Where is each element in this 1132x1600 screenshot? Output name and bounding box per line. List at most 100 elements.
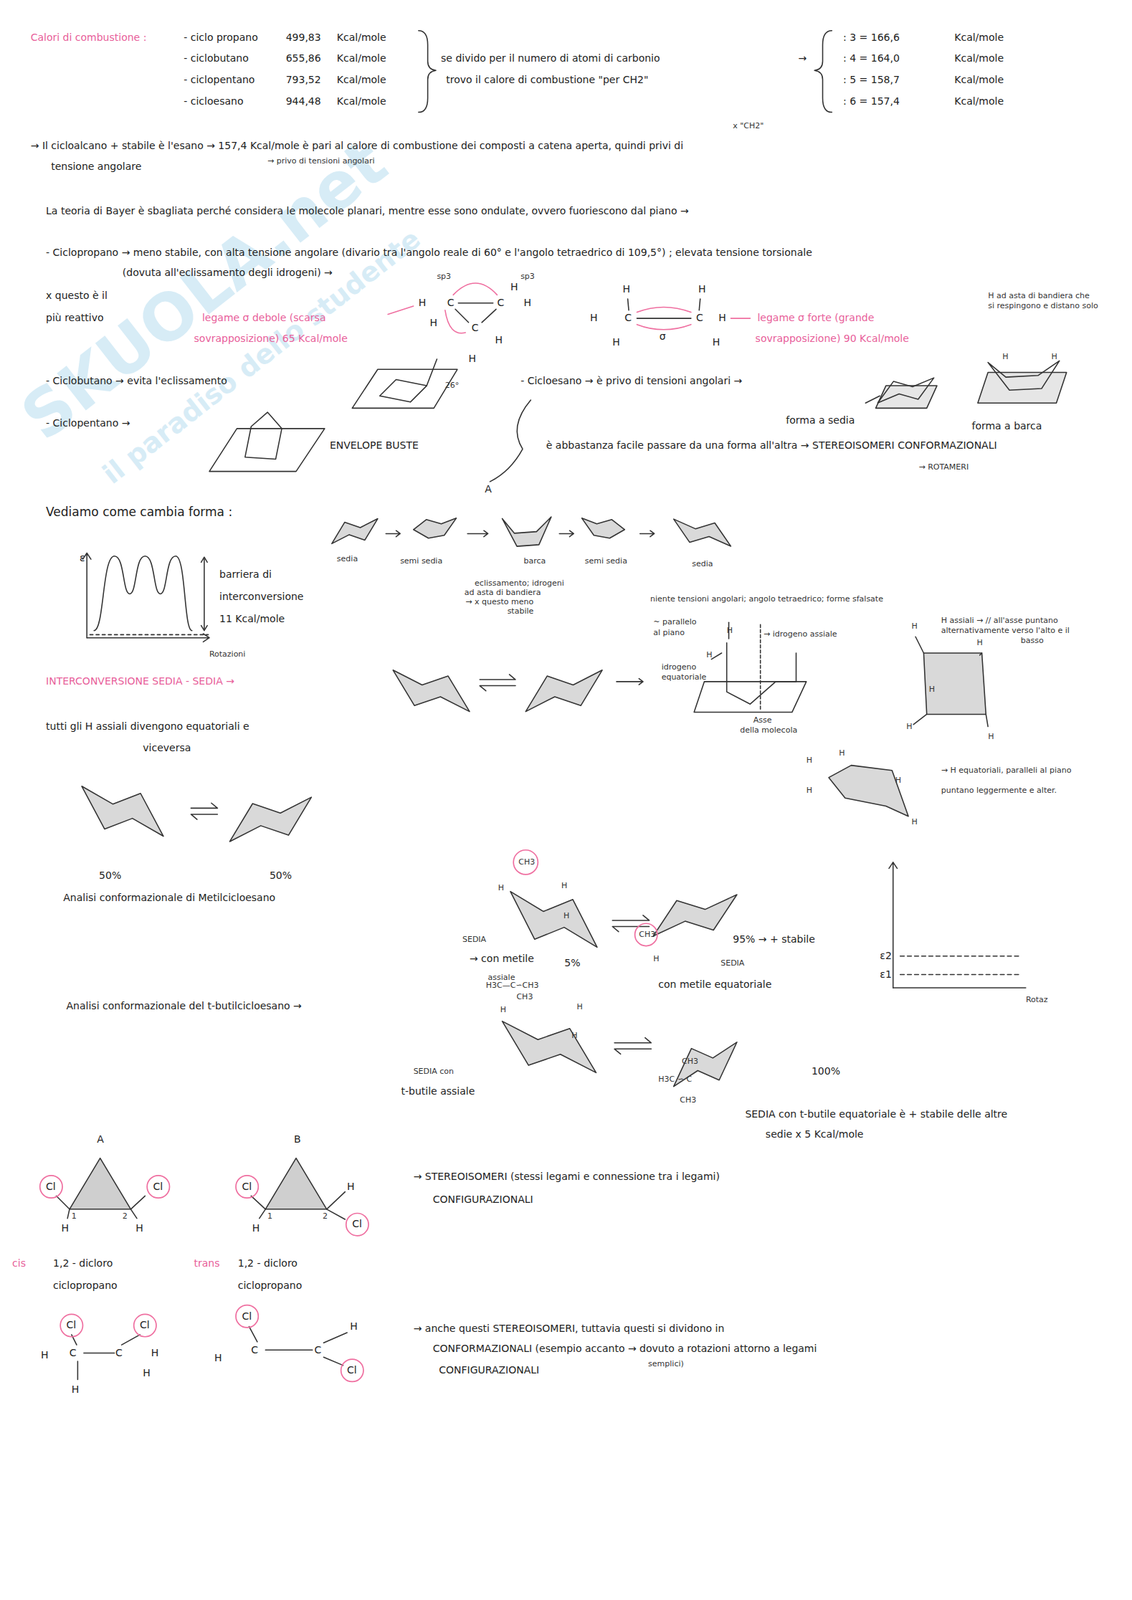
ring-shape: [413, 518, 457, 539]
note-text: C: [115, 1347, 123, 1360]
note-text: stabile: [507, 606, 535, 616]
ring-shape: [81, 786, 164, 837]
note-text: Cl: [45, 1180, 56, 1193]
note-text: x questo è il: [45, 289, 108, 302]
note-text: → anche questi STEREOISOMERI, tuttavia q…: [413, 1322, 725, 1335]
ring-shape: [502, 1021, 597, 1074]
note-text: → ROTAMERI: [918, 462, 969, 472]
note-text: Vediamo come cambia forma :: [45, 504, 233, 520]
note-text: ε2: [879, 949, 892, 963]
note-text: H: [906, 721, 912, 732]
note-text: Analisi conformazionale di Metilcicloesa…: [63, 891, 276, 905]
note-text: H assiali → // all'asse puntano: [941, 615, 1059, 626]
note-text: puntano leggermente e alter.: [941, 785, 1057, 796]
note-text: Kcal/mole: [954, 73, 1004, 87]
note-text: assiale: [488, 972, 516, 983]
note-text: H: [590, 311, 598, 325]
note-text: H: [622, 283, 631, 296]
note-text: H: [71, 1383, 80, 1396]
note-text: - ciclobutano: [183, 52, 249, 65]
note-text: Cl: [153, 1180, 164, 1193]
note-text: C: [624, 311, 632, 325]
note-text: trans: [194, 1257, 221, 1270]
note-text: t-butile assiale: [401, 1085, 476, 1098]
ring-shape: [525, 670, 603, 712]
note-text: H ad asta di bandiera che: [987, 291, 1090, 301]
note-text: H: [1051, 352, 1058, 362]
note-text: H: [806, 755, 813, 765]
note-text: forma a sedia: [785, 414, 855, 427]
note-text: 1: [71, 1211, 77, 1221]
note-text: C: [496, 296, 504, 309]
note-text: se divido per il numero di atomi di carb…: [440, 52, 660, 65]
note-text: CH3: [638, 929, 656, 940]
note-text: 50%: [269, 869, 292, 882]
note-text: Cl: [352, 1218, 363, 1231]
note-text: H: [510, 281, 519, 294]
note-text: alternativamente verso l'alto e il: [941, 625, 1070, 636]
note-text: H: [151, 1347, 160, 1360]
note-text: Analisi conformazionale del t-butilciclo…: [66, 1000, 302, 1013]
note-text: sp3: [520, 271, 535, 282]
ring-shape: [987, 360, 1060, 390]
note-text: ciclopropano: [53, 1279, 118, 1292]
note-text: Cl: [66, 1319, 77, 1332]
note-text: Cl: [346, 1364, 358, 1377]
note-text: della molecola: [739, 725, 798, 735]
note-text: H: [712, 336, 721, 349]
note-text: - Cicloesano → è privo di tensioni angol…: [520, 374, 743, 388]
note-text: 1,2 - dicloro: [53, 1257, 113, 1270]
note-text: H: [571, 1030, 578, 1041]
note-text: 1: [267, 1211, 273, 1221]
note-text: H: [561, 881, 568, 891]
note-text: Kcal/mole: [954, 31, 1004, 44]
note-text: H: [718, 311, 727, 325]
note-text: H: [911, 621, 917, 631]
note-text: viceversa: [142, 742, 191, 755]
note-text: 2: [322, 1211, 328, 1221]
note-text: x "CH2": [732, 121, 764, 131]
note-text: cis: [12, 1257, 26, 1270]
note-text: tutti gli H assiali divengono equatorial…: [45, 720, 250, 733]
note-text: semi sedia: [584, 556, 628, 566]
ring-shape: [582, 518, 626, 539]
note-text: : 5 = 158,7: [843, 73, 900, 87]
ring-shape: [502, 516, 552, 547]
note-text: equatoriale: [661, 672, 707, 682]
note-text: sedia: [691, 559, 713, 569]
note-text: 655,86: [286, 52, 322, 65]
note-text: → privo di tensioni angolari: [267, 156, 375, 166]
note-text: Rotaz: [1025, 995, 1049, 1005]
note-text: niente tensioni angolari; angolo tetraed…: [650, 594, 884, 604]
note-text: CONFIGURAZIONALI: [438, 1364, 540, 1377]
note-text: 26°: [445, 380, 460, 390]
note-text: H: [346, 1180, 355, 1193]
note-text: Kcal/mole: [336, 31, 387, 44]
ring-shape: [229, 797, 312, 842]
note-text: ~ parallelo: [653, 617, 697, 627]
note-text: C: [314, 1344, 322, 1357]
ring-shape: [392, 670, 470, 712]
highlight-circles: [40, 850, 658, 1383]
note-text: H3C ∽ C: [658, 1074, 692, 1084]
note-text: al piano: [653, 628, 685, 638]
note-text: Kcal/mole: [954, 52, 1004, 65]
note-text: legame σ debole (scarsa: [202, 311, 327, 325]
note-text: 793,52: [286, 73, 322, 87]
note-text: C: [696, 311, 704, 325]
note-text: → idrogeno assiale: [763, 629, 838, 639]
note-text: sedie x 5 Kcal/mole: [765, 1128, 864, 1141]
note-text: tensione angolare: [50, 160, 142, 173]
note-text: interconversione: [219, 590, 304, 603]
note-text: SEDIA: [462, 934, 487, 945]
note-text: 499,83: [286, 31, 322, 44]
note-text: H3C—C∽CH3: [486, 980, 540, 991]
note-text: H: [142, 1367, 151, 1380]
note-text: SEDIA con: [413, 1066, 454, 1077]
note-text: H: [653, 954, 659, 964]
note-text: H: [838, 748, 845, 758]
note-text: H: [987, 731, 994, 742]
note-text: CH3: [516, 992, 533, 1002]
